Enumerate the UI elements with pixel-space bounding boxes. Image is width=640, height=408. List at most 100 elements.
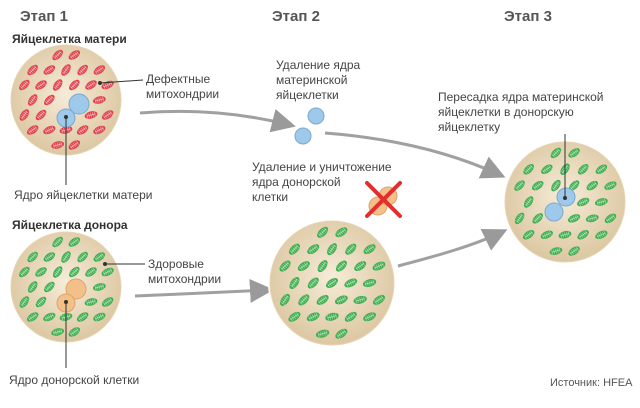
mitochondrion [595,198,608,206]
mitochondrion [51,141,65,149]
destroy-step-text: Удаление и уничтожение ядра донорской кл… [252,160,392,204]
mitochondrion [335,295,348,305]
mitochondrion [335,227,348,238]
mitochondrion [585,214,599,223]
donor-nucleus [65,278,87,300]
mitochondrion [568,246,580,256]
mitochondrion [550,147,562,159]
mitochondrion [27,251,38,263]
mitochondrion [69,79,80,91]
mitochondrion [280,293,291,306]
mitochondrion [363,312,376,322]
defective-mito-label: Дефектные митохондрии [146,72,220,101]
mitochondrion [577,229,589,240]
mitochondrion [297,261,310,272]
mitochondrion [84,298,98,306]
mitochondrion [93,252,106,262]
mitochondrion [43,125,56,135]
mitochondrion [354,261,367,272]
mitochondrion [68,50,81,60]
arrow-mother-to-removal [139,108,296,133]
mitochondrion [19,266,30,278]
mitochondrion [514,180,525,191]
mitochondrion [26,125,39,135]
removal-step-text: Удаление ядра материнской яйцеклетки [276,58,361,102]
mitochondrion [306,312,320,322]
mitochondrion [523,164,534,175]
mitochondrion [279,260,291,272]
mitochondrion [44,94,55,106]
mitochondrion [540,230,553,239]
source-credit: Источник: HFEA [550,377,633,389]
mitochondrion [345,243,357,255]
mitochondrion [93,65,106,75]
mitochondrion [27,281,38,293]
mitochondrion [316,294,329,305]
mitochondrion [92,96,106,104]
mitochondrion [344,278,358,288]
mitochondrion [52,266,63,278]
mitochondrion [568,214,581,223]
mitochondrion [43,65,56,75]
mitochondrion [372,261,386,271]
mitochondrion [35,296,47,308]
mitochondrion [325,312,339,321]
mitochondrion [568,148,580,158]
healthy-mito-label: Здоровые митохондрии [148,257,222,286]
mitochondrion [541,164,553,175]
mitochondrion [595,164,608,175]
mitochondrion [604,181,617,190]
mitochondrion [61,64,71,76]
mitochondrion [101,110,114,120]
mitochondrion [335,328,348,339]
mitochondrion [76,312,89,322]
mitochondrion [19,296,30,308]
mitochondrion [68,237,81,247]
mitochondrion [26,312,39,322]
mitochondrion [52,236,63,248]
mitochondrion [523,196,534,208]
mitochondrion [19,79,30,91]
mitochondrion [307,277,319,289]
mitochondrion [69,266,80,278]
reconstructed-egg-cell [503,140,627,264]
stage-2-title: Этап 2 [272,8,320,25]
mitochondrion [43,312,56,322]
arrow-enucleated-to-transfer [397,228,508,268]
pointer-defective-mito [99,79,144,84]
mitochondrion [353,295,367,304]
mitochondrion [335,260,347,272]
mitochondrion [604,213,617,224]
removed-mother-nucleus-1 [307,107,325,125]
removed-mother-nucleus-2 [294,127,312,145]
mitochondrion [363,244,376,255]
mitochondrion [27,94,38,106]
mitochondrion [549,247,563,255]
destroy-cross-icon [365,181,402,218]
mitochondrion [298,294,310,306]
mitochondrion [76,125,89,135]
mitochondrion [35,80,47,90]
mitochondrion [68,140,81,150]
mitochondrion [289,277,300,289]
mitochondrion [93,312,106,322]
mitochondrion [84,111,98,119]
mitochondrion [288,311,301,322]
mitochondrion [85,267,97,277]
mitochondrion [101,267,114,277]
mitochondrion [35,109,47,121]
mitochondrion [568,180,580,191]
mitochondrion [77,64,88,76]
mitochondrion [92,283,106,291]
mitochondrion [77,251,88,263]
mother-nucleus [68,93,90,115]
mother-nucleus-label: Ядро яйцеклетки матери [14,188,153,202]
mitochondrion [514,212,525,225]
transferred-nucleus-part [544,202,564,222]
mitochondrion [61,251,71,263]
mitochondrion [52,79,63,91]
mitochondrion [532,213,543,224]
mitochondrion [43,252,56,262]
enucleated-donor-cell [268,219,396,347]
